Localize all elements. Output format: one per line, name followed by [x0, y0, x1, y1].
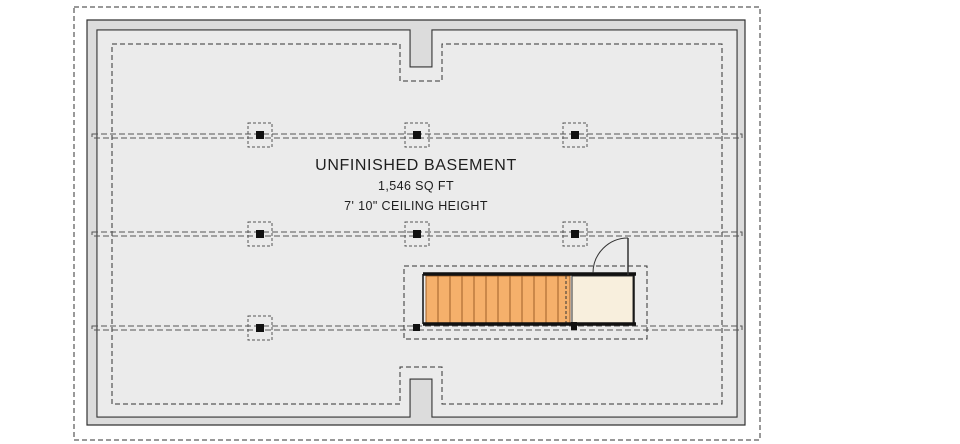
post [562, 221, 588, 247]
post [404, 122, 430, 148]
ceiling-height: 7' 10" CEILING HEIGHT [344, 199, 488, 213]
posts [247, 122, 588, 341]
post [247, 221, 273, 247]
post [247, 315, 273, 341]
stair-enclosure-dashed [403, 265, 648, 340]
post [562, 122, 588, 148]
inner-footing-dashed [111, 43, 723, 405]
door-swing-icon [592, 237, 629, 275]
post [404, 221, 430, 247]
floor-area [96, 29, 738, 418]
stair-landing [571, 275, 634, 324]
room-name: UNFINISHED BASEMENT [315, 157, 517, 174]
stair-run-icon [413, 272, 636, 331]
room-area: 1,546 SQ FT [378, 179, 454, 193]
post [247, 122, 273, 148]
